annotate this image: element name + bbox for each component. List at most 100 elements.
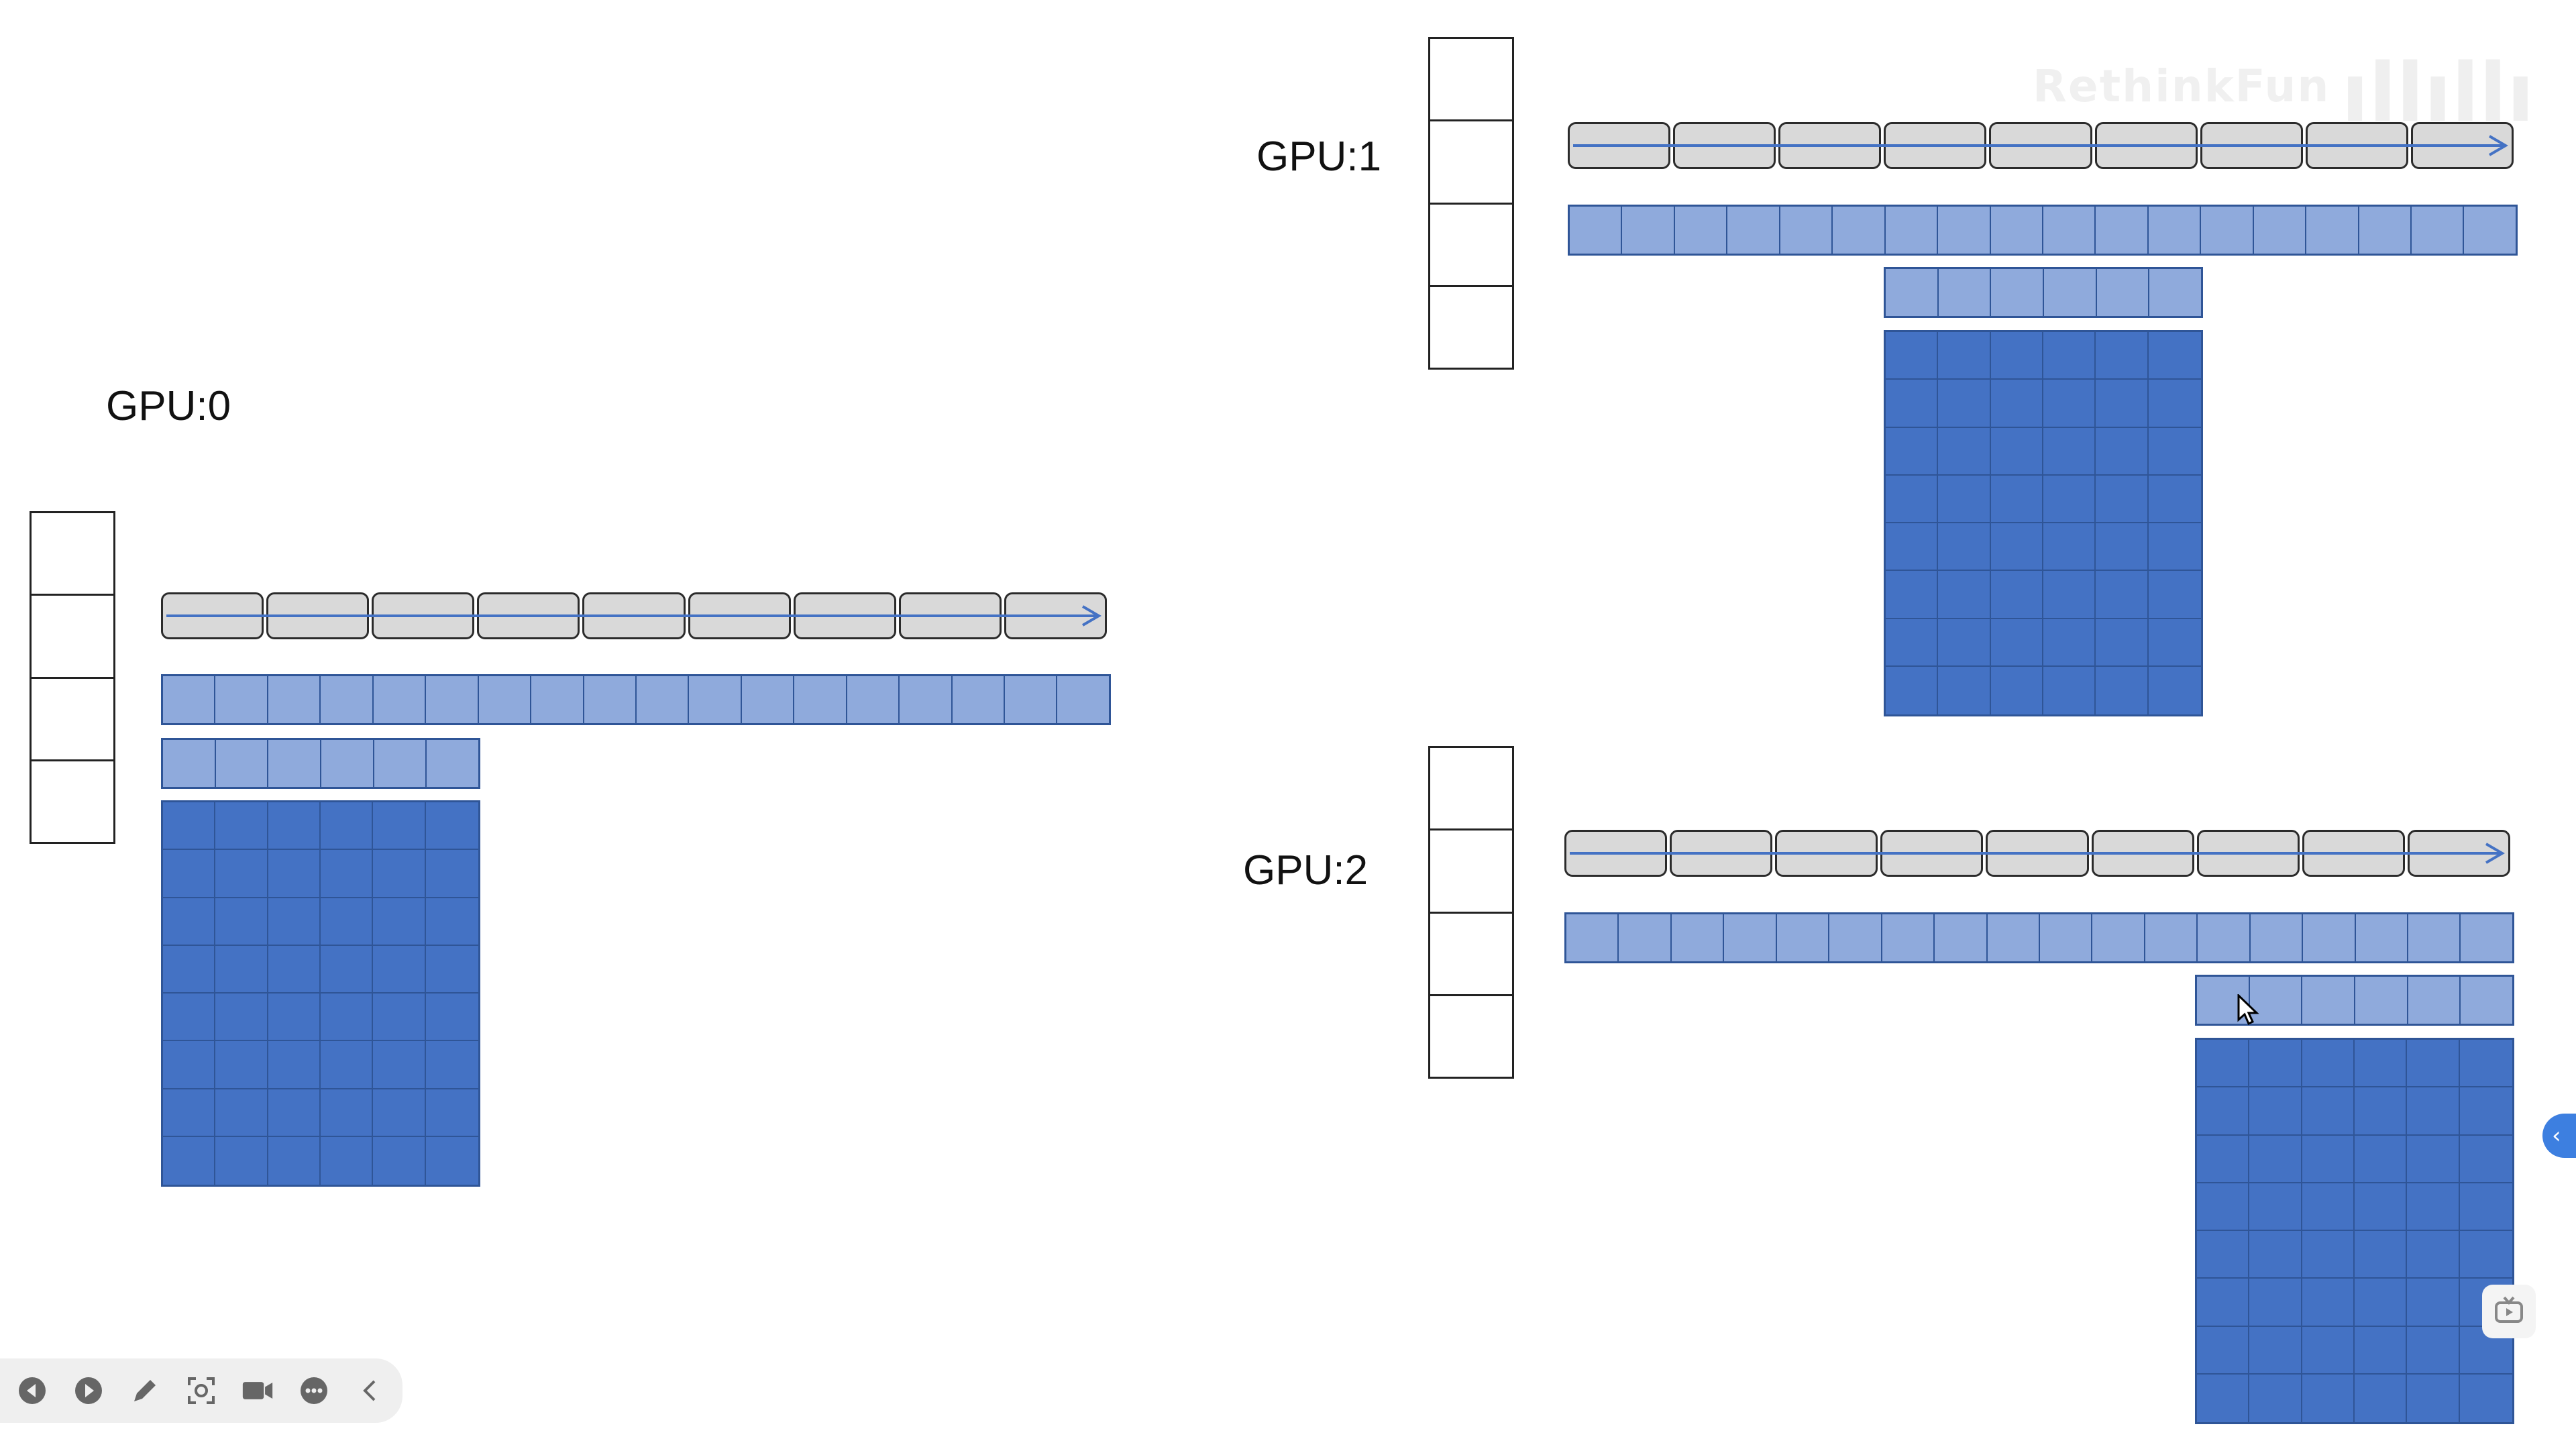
column-cell [1430, 914, 1512, 996]
blue-row-cell [426, 676, 479, 723]
gpu2-grid [2195, 1038, 2514, 1424]
grid-cell [215, 802, 268, 851]
grid-cell [2459, 1040, 2512, 1088]
grid-cell [2096, 571, 2149, 619]
blue-row-cell [1005, 676, 1058, 723]
blue-row-cell [2254, 207, 2307, 254]
grid-cell [163, 898, 216, 946]
grid-cell [2355, 1135, 2408, 1183]
grid-cell [2407, 1326, 2460, 1375]
grid-cell [373, 994, 426, 1042]
grid-cell [2197, 1087, 2250, 1136]
grid-cell [2043, 571, 2096, 619]
grid-cell [2355, 1326, 2408, 1375]
blue-row-cell [1566, 914, 1619, 961]
grid-cell [163, 1041, 216, 1089]
gray-segment [1884, 122, 1987, 169]
gpu2-blue-row [1564, 912, 2514, 963]
gray-segment [793, 592, 896, 639]
gpu1-column [1428, 37, 1514, 370]
grid-cell [1886, 523, 1939, 572]
prev-button[interactable] [16, 1375, 48, 1407]
gray-segment [1673, 122, 1776, 169]
slice-cell [1886, 269, 1939, 316]
grid-cell [2043, 619, 2096, 667]
blue-row-cell [2043, 207, 2096, 254]
blue-row-cell [321, 676, 374, 723]
grid-cell [1990, 380, 2043, 428]
blue-row-cell [1672, 914, 1725, 961]
column-cell [32, 596, 113, 679]
gpu2-column [1428, 746, 1514, 1079]
gpu0-column [30, 511, 115, 844]
column-cell [1430, 748, 1512, 831]
gray-segment [2410, 122, 2514, 169]
gray-segment [2196, 830, 2300, 877]
gray-segment [2200, 122, 2303, 169]
grid-cell [2355, 1374, 2408, 1422]
grid-cell [425, 850, 478, 898]
blue-row-cell [1935, 914, 1988, 961]
next-button[interactable] [72, 1375, 105, 1407]
column-cell [32, 513, 113, 596]
blue-row-cell [2303, 914, 2356, 961]
gray-segment [266, 592, 370, 639]
grid-cell [2043, 380, 2096, 428]
grid-cell [215, 945, 268, 994]
blue-row-cell [900, 676, 953, 723]
blue-row-cell [2359, 207, 2412, 254]
grid-cell [2197, 1183, 2250, 1231]
floating-tv-button[interactable] [2482, 1285, 2536, 1338]
grid-cell [2148, 476, 2201, 523]
grid-cell [2043, 427, 2096, 476]
grid-cell [425, 898, 478, 946]
blue-row-cell [1988, 914, 2040, 961]
grid-cell [2197, 1279, 2250, 1327]
blue-row-cell [953, 676, 1005, 723]
grid-cell [425, 946, 478, 994]
gpu0-slice-row [161, 738, 480, 789]
grid-cell [268, 850, 321, 898]
grid-cell [1938, 619, 1991, 667]
blue-row-cell [2040, 914, 2093, 961]
grid-cell [2407, 1087, 2460, 1136]
column-cell [1430, 287, 1512, 368]
blue-row-cell [479, 676, 532, 723]
grid-cell [215, 1041, 268, 1089]
grid-cell [2197, 1040, 2250, 1088]
grid-cell [2249, 1279, 2302, 1327]
grid-cell [373, 802, 426, 851]
slice-cell [2408, 977, 2461, 1024]
play-icon [75, 1377, 102, 1404]
blue-row-cell [1833, 207, 1886, 254]
screenshot-button[interactable] [185, 1375, 217, 1407]
grid-cell [2407, 1135, 2460, 1183]
grid-cell [1991, 666, 2043, 714]
side-panel-tab[interactable]: ‹ [2542, 1114, 2576, 1158]
grid-cell [425, 994, 478, 1042]
column-cell [1430, 121, 1512, 205]
grid-cell [1990, 571, 2043, 619]
gray-segment [2094, 122, 2198, 169]
grid-cell [163, 1089, 216, 1137]
gray-segment [1670, 830, 1773, 877]
slice-cell [427, 740, 478, 787]
pen-button[interactable] [129, 1375, 161, 1407]
collapse-toolbar-button[interactable] [354, 1375, 386, 1407]
more-button[interactable] [298, 1375, 330, 1407]
grid-cell [373, 1136, 426, 1185]
grid-cell [2043, 332, 2096, 380]
blue-row-cell [2356, 914, 2408, 961]
camera-button[interactable] [241, 1375, 274, 1407]
grid-cell [2302, 1231, 2355, 1279]
gray-segment [1004, 592, 1107, 639]
grid-cell [2249, 1374, 2302, 1422]
slice-cell [374, 740, 427, 787]
grid-cell [2407, 1040, 2460, 1088]
slice-cell [268, 740, 322, 787]
grid-cell [1886, 380, 1939, 428]
prev-icon [19, 1377, 46, 1404]
gray-segment [2302, 830, 2405, 877]
gpu2-label: GPU:2 [1243, 847, 1368, 894]
grid-cell [2249, 1183, 2302, 1231]
